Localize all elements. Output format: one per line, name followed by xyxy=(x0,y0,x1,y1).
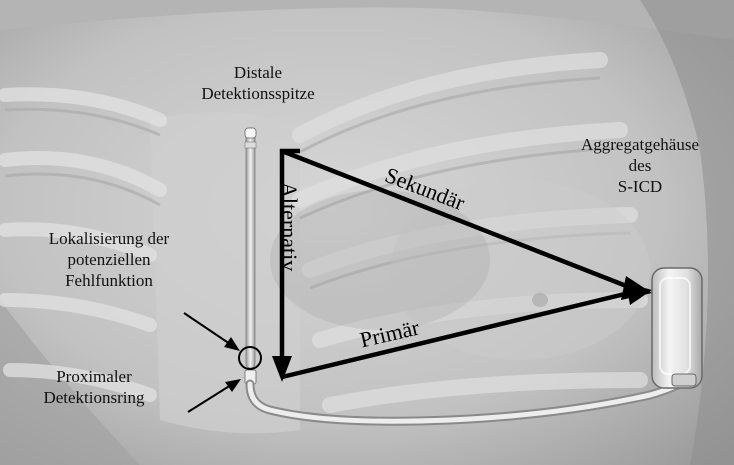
generator-label: Aggregatgehäuse des S-ICD xyxy=(560,134,720,197)
generator-label-line2: des xyxy=(560,155,720,176)
proximal-ring-label-line1: Proximaler xyxy=(14,366,174,387)
alternative-vector-label: Alternativ xyxy=(279,182,300,271)
proximal-ring-label: Proximaler Detektionsring xyxy=(14,366,174,408)
proximal-ring-label-line2: Detektionsring xyxy=(14,387,174,408)
malfunction-label-line1: Lokalisierung der xyxy=(14,228,204,249)
distal-tip-label-line1: Distale xyxy=(196,62,320,83)
malfunction-label-line3: Fehlfunktion xyxy=(14,270,204,291)
lead-shaft xyxy=(246,128,255,368)
nipple xyxy=(532,293,548,307)
malfunction-label-line2: potenziellen xyxy=(14,249,204,270)
distal-tip-electrode xyxy=(245,128,256,138)
generator-label-line3: S-ICD xyxy=(560,176,720,197)
distal-tip-label-line2: Detektionsspitze xyxy=(196,83,320,104)
malfunction-label: Lokalisierung der potenziellen Fehlfunkt… xyxy=(14,228,204,291)
distal-tip-label: Distale Detektionsspitze xyxy=(196,62,320,104)
generator-label-line1: Aggregatgehäuse xyxy=(560,134,720,155)
